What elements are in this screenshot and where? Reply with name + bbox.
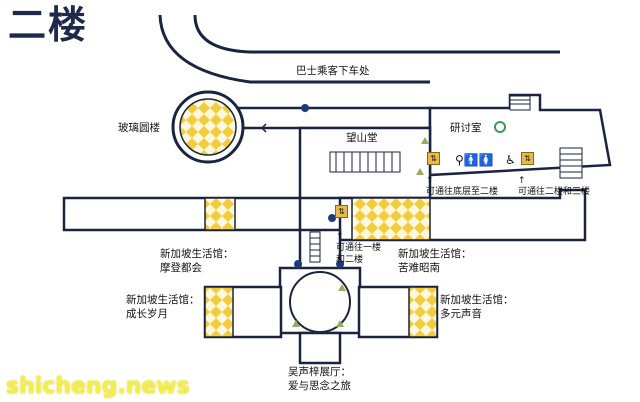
watermark: shicheng.news [6,374,190,399]
gallery-modern-title: 新加坡生活馆： [160,248,234,260]
gallery-diverse-name: 多元声音 [440,308,482,321]
sign-to-basement-second: ↑可通往底层至二楼 [426,176,499,198]
accessible-toilet-icon: ♿ [505,153,516,167]
sign-to-second-third: ↑可通往二楼和三楼 [518,176,591,198]
arrow-left-icon [260,123,272,133]
gallery-modern-name: 摩登都会 [160,262,202,275]
label-gallery-growing: 新加坡生活馆： 成长岁月 [126,293,200,321]
info-icon [494,121,506,133]
label-wangshan-hall: 望山堂 [346,132,378,144]
label-wu-hall: 吴声梓展厅： 爱与思念之旅 [288,365,351,393]
floor-title: 二楼 [8,3,89,47]
label-gallery-diverse: 新加坡生活馆： 多元声音 [440,293,514,321]
wu-hall-name: 爱与思念之旅 [288,380,351,393]
gallery-growing-title: 新加坡生活馆： [126,294,200,306]
restroom-icon: ⚲🚹🚺 [455,153,494,167]
label-gallery-hardship: 新加坡生活馆： 苦难昭南 [398,247,472,275]
label-to-first-second-1: 可通往一楼 [336,243,382,254]
label-gallery-modern: 新加坡生活馆： 摩登都会 [160,247,234,275]
label-bus-dropoff: 巴士乘客下车处 [296,65,370,77]
location-marker [301,104,310,120]
label-to-first-second-2: 和二楼 [336,254,364,265]
label-seminar-room: 研讨室 [450,122,482,134]
gallery-diverse-title: 新加坡生活馆： [440,294,514,306]
gallery-hardship-title: 新加坡生活馆： [398,248,472,260]
label-to-basement-second: 可通往底层至二楼 [426,187,499,198]
gallery-growing-name: 成长岁月 [126,308,168,321]
elevator-icon: ⇅ [427,152,440,165]
elevator-icon: ⇅ [521,152,534,165]
label-glass-tower: 玻璃圆楼 [118,122,160,134]
elevator-icon: ⇅ [335,205,348,218]
gallery-hardship-name: 苦难昭南 [398,262,440,275]
wu-hall-title: 吴声梓展厅： [288,366,351,378]
sign-to-first-second: ↑可通往一楼和二楼 [336,232,382,265]
label-to-second-third: 可通往二楼和三楼 [518,187,591,198]
